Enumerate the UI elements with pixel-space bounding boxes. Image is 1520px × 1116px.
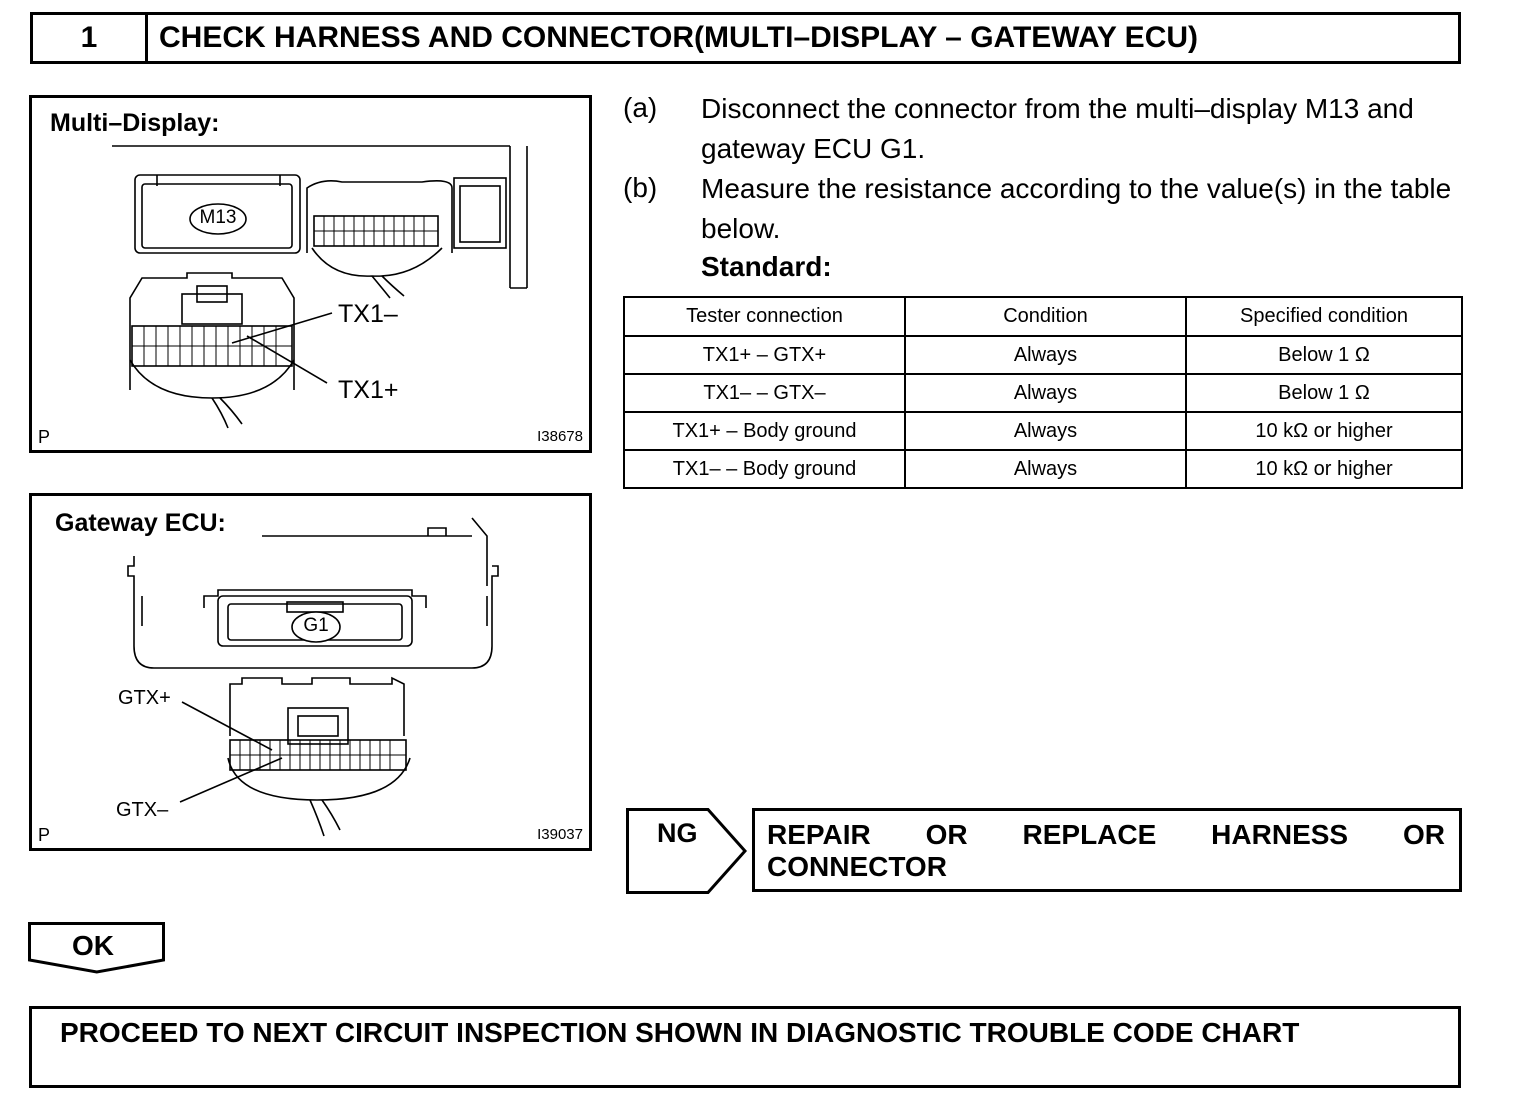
- ng-result-text: REPAIR OR REPLACE HARNESS OR CONNECTOR: [767, 819, 1445, 882]
- table-row: TX1– – Body ground Always 10 kΩ or highe…: [623, 449, 1463, 489]
- table-cell: Always: [904, 335, 1187, 375]
- table-cell: 10 kΩ or higher: [1185, 449, 1463, 489]
- figure-code: I39037: [537, 826, 583, 843]
- table-cell: Always: [904, 411, 1187, 451]
- gateway-ecu-connector-illustration: [127, 517, 499, 837]
- corner-mark: P: [38, 825, 51, 845]
- ng-label: NG: [657, 818, 698, 848]
- callout-gtx-plus: GTX+: [118, 687, 171, 709]
- next-step-box: PROCEED TO NEXT CIRCUIT INSPECTION SHOWN…: [29, 1006, 1461, 1088]
- table-cell: TX1– – GTX–: [623, 373, 906, 413]
- step-a-letter: (a): [623, 92, 658, 123]
- table-header: Specified condition: [1185, 296, 1463, 337]
- step-b-letter: (b): [623, 172, 658, 203]
- gateway-ecu-title: Gateway ECU:: [55, 509, 240, 538]
- callout-tx1-plus: TX1+: [338, 376, 399, 404]
- table-header: Condition: [904, 296, 1187, 337]
- step-title: CHECK HARNESS AND CONNECTOR(MULTI–DISPLA…: [159, 21, 1199, 54]
- table-cell: TX1+ – Body ground: [623, 411, 906, 451]
- table-row: TX1– – GTX– Always Below 1 Ω: [623, 373, 1463, 413]
- table-row: TX1+ – Body ground Always 10 kΩ or highe…: [623, 411, 1463, 451]
- connector-label-g1: G1: [303, 615, 329, 636]
- table-cell: TX1+ – GTX+: [623, 335, 906, 375]
- table-row: TX1+ – GTX+ Always Below 1 Ω: [623, 335, 1463, 375]
- figure-code: I38678: [537, 428, 583, 445]
- table-cell: Below 1 Ω: [1185, 373, 1463, 413]
- connector-label-m13: M13: [199, 207, 237, 228]
- table-cell: 10 kΩ or higher: [1185, 411, 1463, 451]
- table-cell: TX1– – Body ground: [623, 449, 906, 489]
- callout-tx1-minus: TX1–: [338, 300, 398, 328]
- step-a-text: Disconnect the connector from the multi–…: [701, 93, 1414, 164]
- ng-result-box: REPAIR OR REPLACE HARNESS OR CONNECTOR: [752, 808, 1462, 892]
- ok-arrow-box: [28, 922, 165, 974]
- ng-arrow-box: [626, 808, 748, 894]
- callout-gtx-minus: GTX–: [116, 799, 169, 821]
- ok-label: OK: [72, 930, 114, 961]
- multi-display-connector-illustration: [112, 145, 528, 429]
- table-cell: Below 1 Ω: [1185, 335, 1463, 375]
- spec-table: Tester connection Condition Specified co…: [623, 296, 1463, 489]
- multi-display-figure: Multi–Display: M13 TX1– TX1+ P I38678: [29, 95, 592, 453]
- gateway-ecu-figure: Gateway ECU: G1 GTX+ GTX– P I39037: [29, 493, 592, 851]
- table-cell: Always: [904, 373, 1187, 413]
- step-b-text: Measure the resistance according to the …: [701, 173, 1452, 244]
- step-number: 1: [33, 15, 148, 61]
- next-step-text: PROCEED TO NEXT CIRCUIT INSPECTION SHOWN…: [60, 1017, 1300, 1048]
- table-cell: Always: [904, 449, 1187, 489]
- table-header-row: Tester connection Condition Specified co…: [623, 296, 1463, 337]
- step-header: 1 CHECK HARNESS AND CONNECTOR(MULTI–DISP…: [30, 12, 1461, 64]
- table-header: Tester connection: [623, 296, 906, 337]
- multi-display-title: Multi–Display:: [50, 109, 220, 137]
- standard-label: Standard:: [701, 251, 832, 282]
- corner-mark: P: [38, 427, 51, 447]
